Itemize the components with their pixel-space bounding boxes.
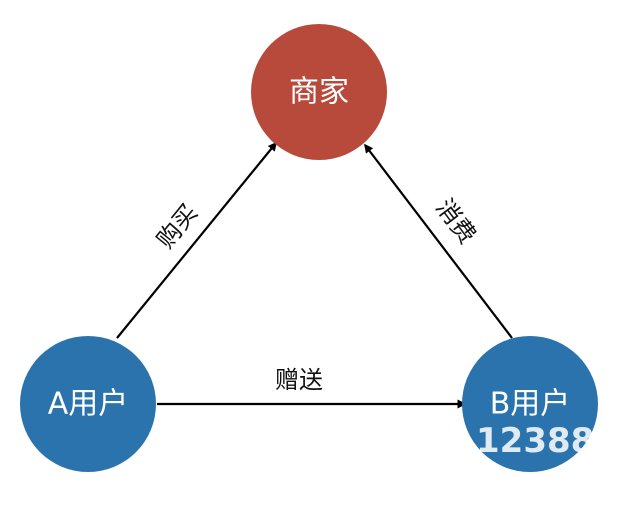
node-merchant-label: 商家 <box>289 75 349 110</box>
edge-consume-arrow <box>364 143 513 339</box>
watermark-text: 123889 <box>476 421 618 461</box>
edge-buy-arrow <box>116 141 277 339</box>
edge-label-gift: 赠送 <box>275 366 323 394</box>
node-user-a-label: A用户 <box>48 387 129 422</box>
node-user-a: A用户 <box>20 336 156 472</box>
node-merchant: 商家 <box>251 24 387 160</box>
node-user-b: B用户 <box>462 336 598 472</box>
node-user-b-label: B用户 <box>490 387 571 422</box>
node-user-b-circle <box>462 336 598 472</box>
node-merchant-circle <box>251 24 387 160</box>
node-user-a-circle <box>20 336 156 472</box>
edge-label-buy: 购买 <box>151 199 203 254</box>
